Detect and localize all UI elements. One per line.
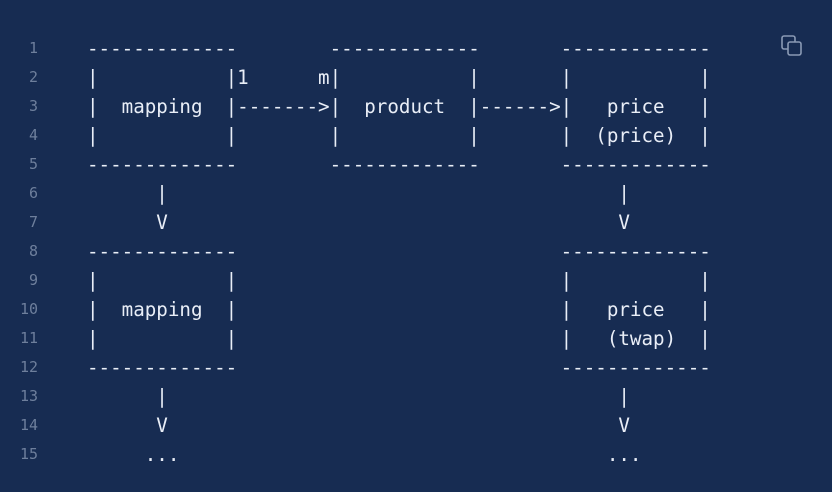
code-text: ------------- ------------- ------------… (87, 153, 711, 176)
code-line: 9 | | | | (0, 266, 832, 295)
code-text: | |1 m| | | | (87, 66, 711, 89)
line-number: 12 (19, 358, 38, 376)
code-line: 3 | mapping |------->| product |------>| … (0, 92, 832, 121)
code-line: 10 | mapping | | price | (0, 295, 832, 324)
code-text: V V (87, 211, 630, 234)
code-line: 8 ------------- ------------- (0, 237, 832, 266)
code-line: 7 V V (0, 208, 832, 237)
code-line: 2 | |1 m| | | | (0, 63, 832, 92)
code-text: ------------- ------------- (87, 240, 711, 263)
line-number: 11 (19, 329, 38, 347)
code-text: | | (87, 385, 630, 408)
line-number: 6 (28, 184, 38, 202)
code-text: | | | (twap) | (87, 327, 711, 350)
code-text: ------------- ------------- ------------… (87, 37, 711, 60)
line-number: 15 (19, 445, 38, 463)
code-line: 5 ------------- ------------- -----------… (0, 150, 832, 179)
code-line: 12 ------------- ------------- (0, 353, 832, 382)
line-number: 7 (28, 213, 38, 231)
code-line: 15 ... ... (0, 440, 832, 469)
code-text: V V (87, 414, 630, 437)
line-number: 14 (19, 416, 38, 434)
line-number: 13 (19, 387, 38, 405)
code-text: | mapping |------->| product |------>| p… (87, 95, 711, 118)
code-text: | | (87, 182, 630, 205)
code-line: 13 | | (0, 382, 832, 411)
line-number: 3 (28, 97, 38, 115)
code-text: | | | | | (price) | (87, 124, 711, 147)
code-line: 14 V V (0, 411, 832, 440)
line-number: 8 (28, 242, 38, 260)
line-number: 5 (28, 155, 38, 173)
code-text: | mapping | | price | (87, 298, 711, 321)
code-line: 1 ------------- ------------- -----------… (0, 34, 832, 63)
code-text: | | | | (87, 269, 711, 292)
code-text: ... ... (87, 443, 642, 466)
copy-icon (781, 35, 802, 56)
code-line: 4 | | | | | (price) | (0, 121, 832, 150)
line-number: 2 (28, 68, 38, 86)
code-line: 6 | | (0, 179, 832, 208)
line-number: 10 (19, 300, 38, 318)
line-number: 9 (28, 271, 38, 289)
code-line: 11 | | | (twap) | (0, 324, 832, 353)
code-text: ------------- ------------- (87, 356, 711, 379)
line-number: 1 (28, 39, 38, 57)
line-number: 4 (28, 126, 38, 144)
copy-button[interactable] (780, 34, 804, 58)
